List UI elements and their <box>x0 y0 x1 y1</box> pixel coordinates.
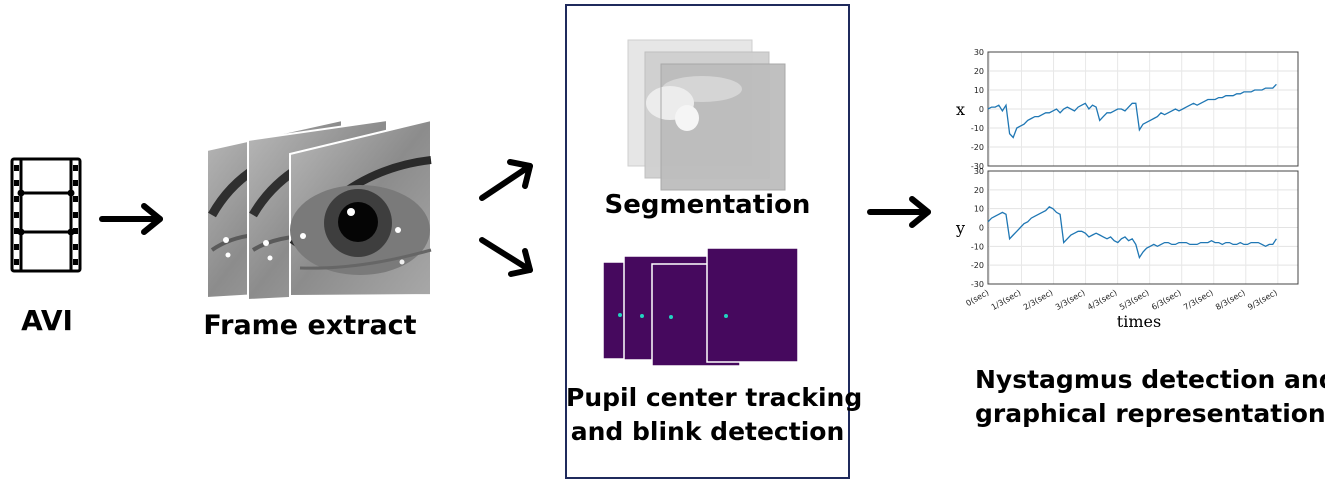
chart-x: 30 20 10 0 -10 -20 -30 x <box>956 48 1299 171</box>
pupil-center-dot <box>669 315 673 319</box>
segmentation-label: Segmentation <box>604 190 811 220</box>
series-line <box>987 83 1277 139</box>
y-tick-label: -20 <box>971 143 984 152</box>
x-tick-label: 5/3(sec) <box>1118 288 1151 312</box>
y-tick-label: 0 <box>979 224 984 233</box>
processing-box <box>565 4 850 479</box>
x-tick-label: 6/3(sec) <box>1150 288 1183 312</box>
pupil-center-dot <box>640 314 644 318</box>
arrow-down-right-icon <box>479 237 533 277</box>
y-axis-label: y <box>955 219 965 238</box>
y-tick-label: 10 <box>974 86 984 95</box>
x-axis-label: times <box>1117 312 1161 331</box>
tracking-label-line2: and blink detection <box>570 417 845 446</box>
y-tick-label: 20 <box>974 67 984 76</box>
y-axis-label: x <box>956 100 965 119</box>
y-tick-label: 30 <box>974 48 984 57</box>
x-tick-label: 3/3(sec) <box>1054 288 1087 312</box>
tracking-label-line1: Pupil center tracking <box>566 383 863 412</box>
y-tick-label: -20 <box>971 261 984 270</box>
y-tick-label: 0 <box>979 105 984 114</box>
y-tick-label: -10 <box>971 124 984 133</box>
pupil-mask-stack <box>602 247 799 367</box>
x-tick-label: 9/3(sec) <box>1246 288 1279 312</box>
nystagmus-label-line2: graphical representation <box>975 399 1325 428</box>
plot-frame <box>987 170 1299 285</box>
y-tick-label: -30 <box>971 162 984 171</box>
arrow-up-right-icon <box>479 159 533 201</box>
pupil-center-dot <box>724 314 728 318</box>
y-tick-label: 20 <box>974 186 984 195</box>
y-tick-label: 10 <box>974 205 984 214</box>
eye-frame-stack <box>206 118 432 302</box>
y-tick-label: -10 <box>971 242 984 251</box>
y-tick-label: 30 <box>974 167 984 176</box>
eye-frame-front <box>289 118 432 298</box>
arrow-right-icon <box>99 203 163 235</box>
x-tick-label: 0(sec) <box>964 288 990 308</box>
segmentation-layers <box>627 39 786 191</box>
x-tick-label: 1/3(sec) <box>990 288 1023 312</box>
film-strip-icon <box>10 157 82 273</box>
series-line <box>987 205 1277 260</box>
y-tick-label: -30 <box>971 280 984 289</box>
x-tick-label: 4/3(sec) <box>1086 288 1119 312</box>
chart-y: 30 20 10 0 -10 -20 -30 y 0(sec)1/3(sec)2/3(sec)3… <box>955 167 1299 331</box>
frame-extract-label: Frame extract <box>203 310 417 341</box>
x-tick-label: 2/3(sec) <box>1022 288 1055 312</box>
arrow-right-icon <box>867 196 931 228</box>
x-tick-label: 8/3(sec) <box>1214 288 1247 312</box>
x-tick-label: 7/3(sec) <box>1182 288 1215 312</box>
nystagmus-label-line1: Nystagmus detection and <box>975 365 1325 394</box>
pupil-center-dot <box>618 313 622 317</box>
avi-label: AVI <box>21 304 73 337</box>
